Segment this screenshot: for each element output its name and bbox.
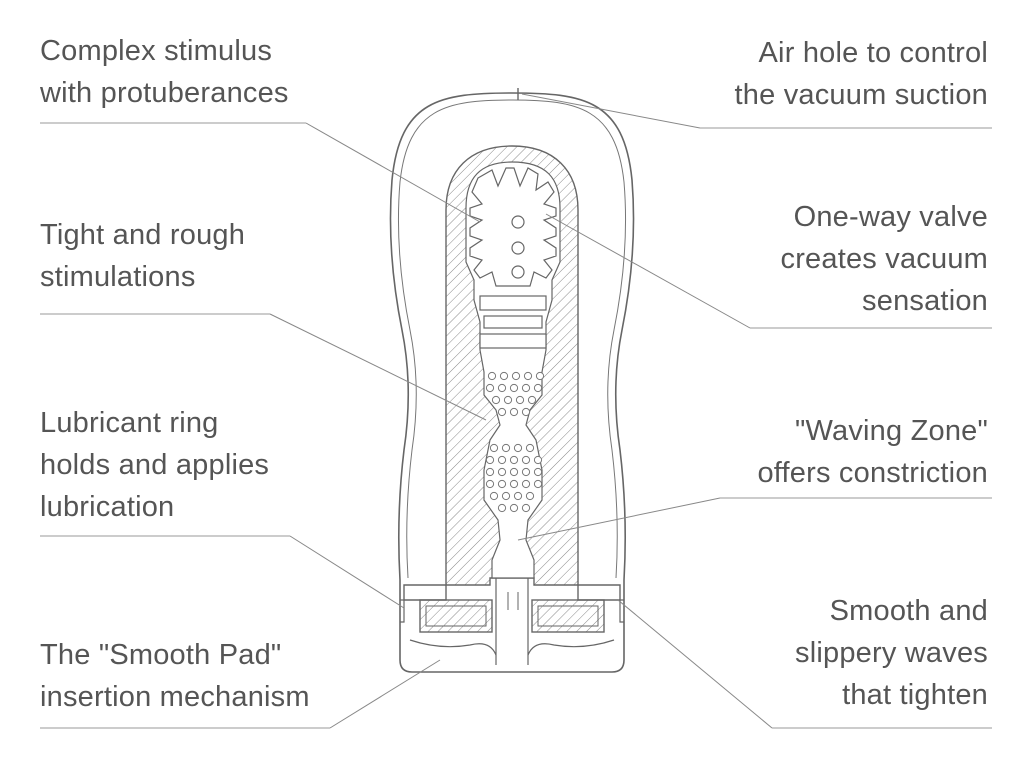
label-waving-zone-line2: offers constriction [757, 457, 988, 489]
waving-zone-dot [509, 383, 519, 393]
outer-shell-inner-line [397, 99, 513, 579]
label-tight-rough-line2: stimulations [40, 261, 196, 293]
label-smooth-waves-line1: Smooth and [829, 595, 988, 627]
waving-zone-dot [521, 383, 531, 393]
leader-waving-zone [517, 497, 721, 541]
label-one-way-valve: One-way valve creates vacuum sensation [781, 196, 989, 322]
label-smooth-waves-line3: that tighten [842, 679, 988, 711]
label-complex-stimulus-line1: Complex stimulus [40, 35, 273, 67]
waving-zone-dot [497, 467, 507, 477]
waving-zone-dot [533, 383, 543, 393]
smooth-pad-base [400, 578, 624, 665]
leader-tight-rough [269, 313, 487, 421]
waving-zone-dot [509, 479, 519, 489]
waving-zone-dot [513, 443, 523, 453]
label-tight-rough-line1: Tight and rough [40, 219, 246, 251]
leader-smooth-pad [329, 659, 441, 729]
waving-zone-dot [509, 503, 519, 513]
outer-shell [389, 92, 635, 673]
leader-complex-stimulus [305, 122, 481, 223]
waving-zone-dot [509, 455, 519, 465]
label-tight-rough: Tight and rough stimulations [40, 214, 245, 298]
waving-zone-dot [521, 479, 531, 489]
label-waving-zone: "Waving Zone" offers constriction [757, 410, 988, 494]
label-complex-stimulus: Complex stimulus with protuberances [40, 30, 289, 114]
waving-zone-dot [509, 467, 519, 477]
label-one-way-valve-line3: sensation [862, 285, 988, 317]
label-smooth-waves: Smooth and slippery waves that tighten [795, 590, 988, 716]
label-underlines [40, 122, 992, 729]
waving-zone-dot [515, 395, 525, 405]
waving-zone-dot [491, 395, 501, 405]
leader-one-way-valve [545, 213, 751, 329]
waving-zone-dot [485, 383, 495, 393]
leader-air-hole [521, 93, 701, 129]
label-complex-stimulus-line2: with protuberances [40, 77, 289, 109]
waving-zone-dot [521, 407, 531, 417]
waving-zone-dot [533, 455, 543, 465]
label-waving-zone-line1: "Waving Zone" [795, 415, 988, 447]
waving-zone-dot [511, 371, 521, 381]
waving-zone-dot [513, 491, 523, 501]
waving-zone-dot [521, 455, 531, 465]
label-lubricant-ring-line3: lubrication [40, 491, 175, 523]
waving-zone-dot [527, 395, 537, 405]
waving-zone-dot [489, 491, 499, 501]
waving-zone-dot [485, 479, 495, 489]
waving-zone-dot [503, 395, 513, 405]
label-one-way-valve-line2: creates vacuum [780, 243, 988, 275]
leader-lubricant-ring [289, 535, 405, 609]
waving-zone-dot [523, 371, 533, 381]
waving-zone-dot [533, 479, 543, 489]
leader-smooth-waves [617, 599, 773, 729]
waving-zone-dot [521, 467, 531, 477]
waving-zone-dot [525, 491, 535, 501]
label-air-hole-line2: the vacuum suction [734, 79, 988, 111]
label-lubricant-ring-line1: Lubricant ring [40, 407, 219, 439]
label-smooth-pad: The "Smooth Pad" insertion mechanism [40, 634, 310, 718]
label-lubricant-ring: Lubricant ring holds and applies lubrica… [40, 402, 269, 528]
label-air-hole: Air hole to control the vacuum suction [735, 32, 988, 116]
waving-zone-dot [489, 443, 499, 453]
leader-lines [269, 93, 773, 729]
waving-zone-dot [485, 455, 495, 465]
waving-zone-dot [485, 467, 495, 477]
label-lubricant-ring-line2: holds and applies [40, 449, 270, 481]
waving-zone-dot [533, 467, 543, 477]
waving-zone-dot [497, 407, 507, 417]
waving-zone-dots [485, 371, 545, 513]
label-smooth-pad-line1: The "Smooth Pad" [40, 639, 282, 671]
label-one-way-valve-line1: One-way valve [793, 201, 988, 233]
waving-zone-dot [509, 407, 519, 417]
waving-zone-dot [501, 443, 511, 453]
waving-zone-dot [501, 491, 511, 501]
label-smooth-pad-line2: insertion mechanism [40, 681, 310, 713]
label-smooth-waves-line2: slippery waves [795, 637, 988, 669]
stimulus-holes [511, 215, 525, 279]
waving-zone-dot [497, 479, 507, 489]
waving-zone-dot [525, 443, 535, 453]
waving-zone-dot [497, 383, 507, 393]
waving-zone-dot [497, 455, 507, 465]
waving-zone-dot [487, 371, 497, 381]
waving-zone-dot [521, 503, 531, 513]
stimulus-head [469, 167, 557, 287]
waving-zone-dot [535, 371, 545, 381]
waving-zone-dot [499, 371, 509, 381]
label-air-hole-line1: Air hole to control [758, 37, 988, 69]
one-way-valve-ribs [479, 295, 547, 349]
waving-zone-dot [497, 503, 507, 513]
